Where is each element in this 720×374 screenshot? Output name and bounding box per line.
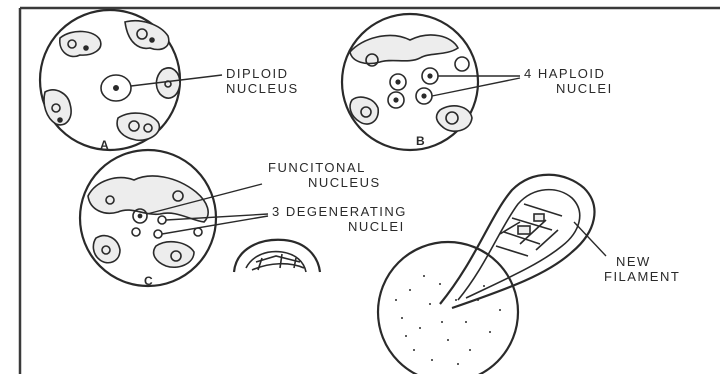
haploid-nuclei-label: 4 HAPLOID NUCLEI	[524, 66, 613, 96]
degenerating-nuclei-label: 3 DEGENERATING NUCLEI	[272, 204, 407, 234]
diploid-nucleus-label: DIPLOID NUCLEUS	[226, 66, 299, 96]
diploid-label-line1: DIPLOID	[226, 66, 299, 81]
filament-label-line2: FILAMENT	[604, 269, 680, 284]
functional-nucleus-label: FUNCITONAL NUCLEUS	[268, 160, 381, 190]
panel-letter-a: A	[100, 138, 109, 152]
cell-b	[342, 14, 520, 150]
panel-letter-c: C	[144, 274, 153, 288]
germinating-cell-fragment	[234, 240, 320, 272]
haploid-label-line2: NUCLEI	[524, 81, 613, 96]
degenerating-label-line2: NUCLEI	[272, 219, 407, 234]
filament-label-line1: NEW	[604, 254, 680, 269]
functional-label-line2: NUCLEUS	[268, 175, 381, 190]
degenerating-label-line1: 3 DEGENERATING	[272, 204, 407, 219]
haploid-label-line1: 4 HAPLOID	[524, 66, 613, 81]
panel-letter-b: B	[416, 134, 425, 148]
spore-with-new-filament	[378, 175, 606, 374]
diploid-label-line2: NUCLEUS	[226, 81, 299, 96]
cell-a	[40, 10, 222, 150]
cell-c	[80, 150, 268, 286]
functional-label-line1: FUNCITONAL	[268, 160, 381, 175]
new-filament-label: NEW FILAMENT	[604, 254, 680, 284]
